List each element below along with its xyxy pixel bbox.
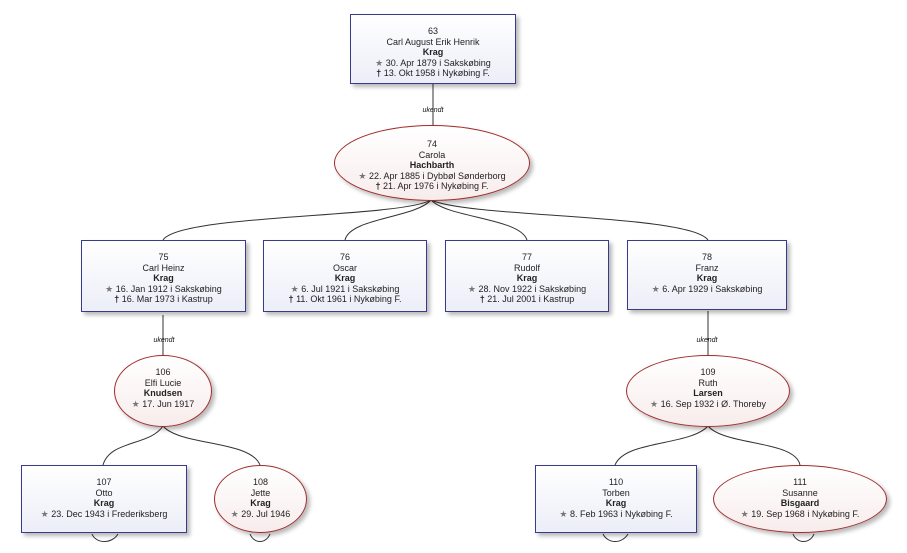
death-info: 16. Mar 1973 i Kastrup [121, 294, 213, 304]
given-name: Franz [695, 262, 719, 273]
given-name: Torben [602, 487, 630, 498]
death-icon: † [288, 294, 294, 304]
birth-info: 17. Jun 1917 [142, 398, 195, 409]
given-name: Carola [418, 149, 446, 160]
birth-icon: ★ [131, 398, 140, 409]
surname: Krag [153, 273, 174, 283]
birth-icon: ★ [290, 283, 299, 294]
child-line-78 [430, 199, 709, 241]
death-info: 21. Jul 2001 i Kastrup [487, 294, 575, 304]
death-icon: † [376, 68, 382, 78]
person-id: 109 [700, 367, 716, 377]
person-card-78[interactable]: 78 Franz Krag ★ 6. Apr 1929 i Sakskøbing [627, 240, 787, 310]
surname: Krag [93, 498, 115, 508]
person-card-77[interactable]: 77 Rudolf Krag ★ 28. Nov 1922 i Sakskøbi… [445, 240, 609, 312]
person-card-109[interactable]: 109 Ruth Larsen ★ 16. Sep 1932 i Ø. Thor… [626, 355, 790, 427]
birth-icon: ★ [358, 170, 367, 181]
birth-icon: ★ [375, 57, 384, 68]
marriage-label: ukendt [422, 107, 444, 114]
given-name: Susanne [782, 487, 818, 498]
birth-icon: ★ [467, 283, 476, 294]
birth-icon: ★ [651, 283, 660, 294]
person-id: 106 [155, 367, 171, 377]
birth-icon: ★ [105, 283, 114, 294]
child-line-107 [102, 425, 164, 466]
child-line-76 [344, 199, 432, 241]
surname: Krag [334, 273, 356, 283]
person-id: 75 [158, 252, 169, 262]
marriage-label: ukendt [153, 337, 175, 344]
child-line-111 [707, 425, 801, 466]
surname: Krag [696, 273, 718, 283]
surname: Knudsen [143, 388, 183, 398]
person-id: 63 [427, 26, 438, 36]
person-id: 107 [96, 477, 112, 487]
descendant-stub-108 [249, 533, 271, 542]
person-id: 108 [252, 477, 269, 487]
birth-icon: ★ [230, 508, 239, 519]
person-id: 76 [339, 252, 350, 262]
birth-info: 16. Sep 1932 i Ø. Thoreby [660, 398, 766, 409]
person-card-74[interactable]: 74 Carola Hachbarth ★ 22. Apr 1885 i Dyb… [334, 125, 530, 201]
birth-info: 16. Jan 1912 i Sakskøbing [115, 283, 222, 294]
person-card-75[interactable]: 75 Carl Heinz Krag ★ 16. Jan 1912 i Saks… [81, 240, 246, 312]
surname: Krag [605, 498, 627, 508]
child-line-110 [614, 425, 709, 466]
person-card-108[interactable]: 108 Jette Krag ★ 29. Jul 1946 [214, 465, 307, 533]
marriage-label: ukendt [696, 337, 718, 344]
birth-info: 29. Jul 1946 [241, 508, 291, 519]
person-card-106[interactable]: 106 Elfi Lucie Knudsen ★ 17. Jun 1917 [114, 355, 212, 427]
birth-info: 6. Jul 1921 i Sakskøbing [301, 283, 400, 294]
death-icon: † [375, 181, 381, 191]
person-card-107[interactable]: 107 Otto Krag ★ 23. Dec 1943 i Frederiks… [21, 465, 187, 533]
given-name: Elfi Lucie [144, 377, 182, 388]
descendant-stub-107 [91, 533, 119, 542]
child-line-108 [162, 425, 261, 466]
death-icon: † [114, 294, 120, 304]
death-info: 21. Apr 1976 i Nykøbing F. [382, 181, 489, 191]
given-name: Carl Heinz [142, 262, 185, 273]
birth-info: 23. Dec 1943 i Frederiksberg [51, 508, 168, 519]
child-line-75 [162, 199, 432, 241]
surname: Krag [250, 498, 271, 508]
birth-icon: ★ [650, 398, 659, 409]
person-id: 111 [793, 477, 807, 487]
person-card-63[interactable]: 63 Carl August Erik Henrik Krag ★ 30. Ap… [350, 14, 516, 84]
birth-icon: ★ [559, 508, 568, 519]
given-name: Rudolf [513, 262, 540, 273]
surname: Larsen [693, 388, 723, 398]
person-id: 77 [521, 252, 532, 262]
birth-info: 19. Sep 1968 i Nykøbing F. [751, 508, 860, 519]
person-id: 78 [701, 252, 712, 262]
surname: Krag [422, 47, 444, 57]
person-card-76[interactable]: 76 Oscar Krag ★ 6. Jul 1921 i Sakskøbing… [263, 240, 427, 312]
given-name: Carl August Erik Henrik [386, 36, 480, 47]
surname: Bisgaard [780, 498, 820, 508]
death-info: 11. Okt 1961 i Nykøbing F. [296, 294, 402, 304]
birth-info: 22. Apr 1885 i Dybbøl Sønderborg [369, 170, 506, 181]
descendant-stub-111 [792, 533, 815, 542]
birth-icon: ★ [740, 508, 749, 519]
person-card-110[interactable]: 110 Torben Krag ★ 8. Feb 1963 i Nykøbing… [535, 465, 697, 533]
given-name: Ruth [698, 377, 718, 388]
given-name: Jette [250, 487, 271, 498]
given-name: Oscar [332, 262, 357, 273]
given-name: Otto [95, 487, 113, 498]
descendant-stub-110 [602, 533, 629, 542]
death-info: 13. Okt 1958 i Nykøbing F. [383, 68, 490, 78]
surname: Hachbarth [409, 160, 455, 170]
person-card-111[interactable]: 111 Susanne Bisgaard ★ 19. Sep 1968 i Ny… [713, 465, 887, 533]
person-id: 74 [426, 139, 437, 149]
person-id: 110 [608, 477, 624, 487]
birth-info: 28. Nov 1922 i Sakskøbing [478, 283, 587, 294]
death-icon: † [479, 294, 485, 304]
birth-icon: ★ [40, 508, 49, 519]
birth-info: 30. Apr 1879 i Sakskøbing [385, 57, 491, 68]
child-line-77 [430, 199, 528, 241]
birth-info: 6. Apr 1929 i Sakskøbing [662, 283, 763, 294]
birth-info: 8. Feb 1963 i Nykøbing F. [570, 508, 673, 519]
surname: Krag [516, 273, 538, 283]
